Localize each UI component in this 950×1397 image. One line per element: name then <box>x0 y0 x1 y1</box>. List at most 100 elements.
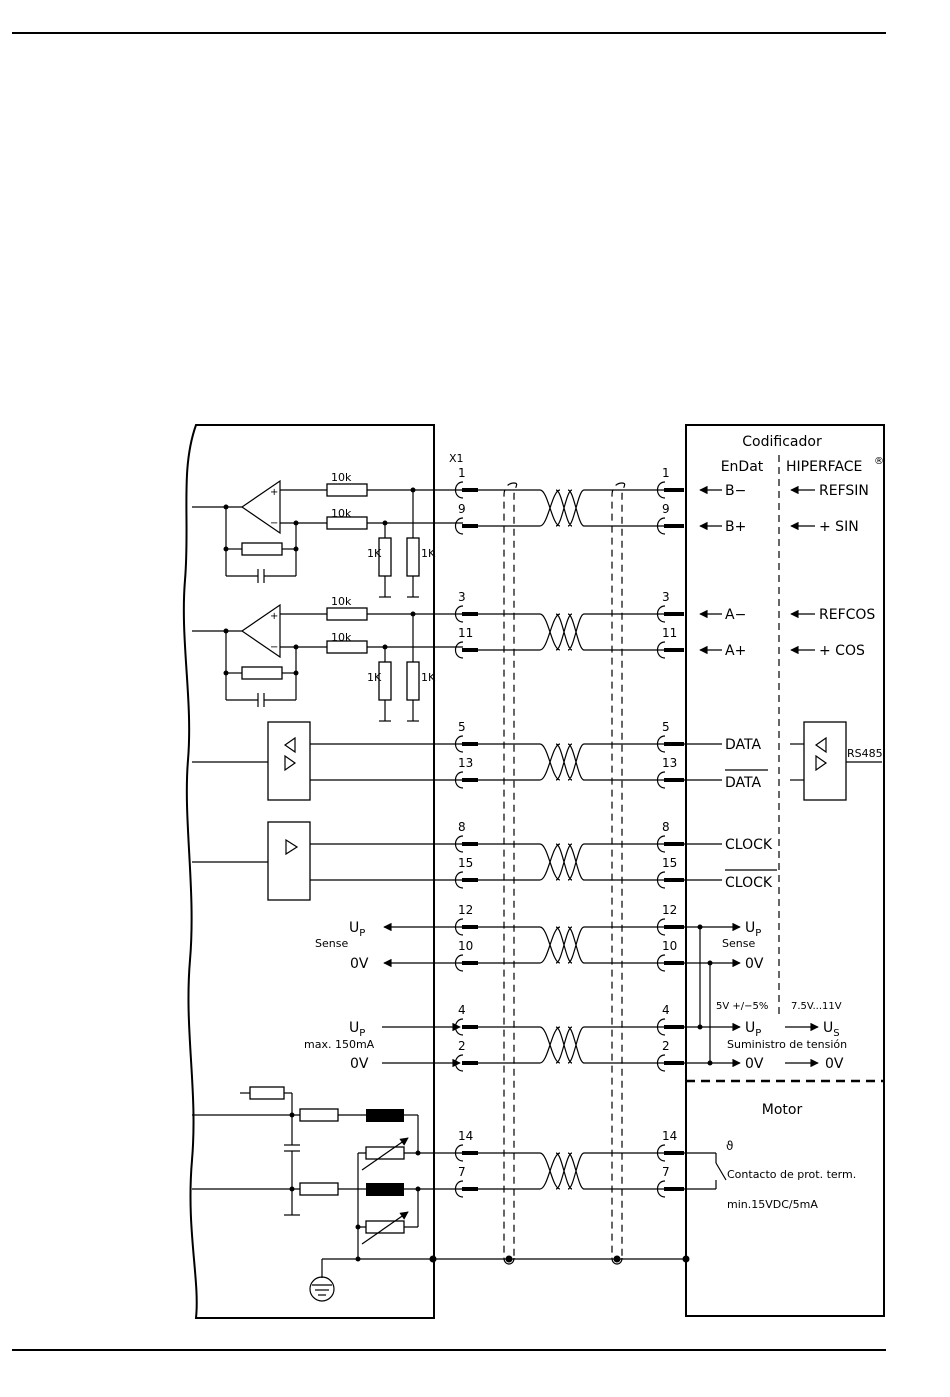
hiperface-voltage-range: 7.5V...11V <box>791 1001 842 1012</box>
signal-data: DATA <box>725 737 761 753</box>
pin-number: 1 <box>662 466 670 480</box>
resistor-1k-label: 1K <box>367 671 382 684</box>
resistor-10k-label: 10k <box>331 507 352 520</box>
pin-number: 9 <box>662 502 670 516</box>
pin-number: 10 <box>662 939 677 953</box>
pin-number: 7 <box>662 1165 670 1179</box>
signal-b-minus: B− <box>725 483 746 499</box>
signal-sin: + SIN <box>819 519 859 535</box>
up-sense-label: UP <box>745 920 761 939</box>
signal-a-minus: A− <box>725 607 746 623</box>
drive-sense-supply: UP Sense 0V UP max. 150mA 0V <box>304 920 462 1072</box>
cos-input-stage: 10k 10k 1K 1K <box>191 595 464 722</box>
ov-sense-label: 0V <box>350 956 369 972</box>
signal-pair-supply <box>454 1018 685 1072</box>
pin-number: 14 <box>662 1129 677 1143</box>
shield-ground-rail <box>322 1255 690 1263</box>
earth-ground-icon <box>309 1259 335 1302</box>
us-supply-label: US <box>823 1020 840 1039</box>
thermal-input-circuit <box>192 1086 462 1262</box>
resistor-10k-label: 10k <box>331 471 352 484</box>
pin-number: 12 <box>662 903 677 917</box>
pin-number: 13 <box>662 756 677 770</box>
signal-pair-thermal <box>454 1144 685 1198</box>
connector-label: X1 <box>449 452 464 465</box>
encoder-sense-supply: UP Sense 0V 5V +/−5% 7.5V...11V UP US Su… <box>684 920 847 1072</box>
encoder-digital-signals: DATA DATA CLOCK CLOCK <box>684 737 777 891</box>
ov-hiperface-label: 0V <box>825 1056 844 1072</box>
encoder-box: Codificador EnDat HIPERFACE ® Motor <box>685 424 885 1317</box>
encoder-analog-signals: B− B+ A− A+ REFSIN + SIN REFCOS + COS <box>699 483 875 659</box>
signal-refsin: REFSIN <box>819 483 869 499</box>
signal-pair-a <box>454 605 685 659</box>
registered-mark: ® <box>874 456 884 467</box>
hiperface-column-header: HIPERFACE <box>786 459 862 475</box>
sin-input-stage: 10k 10k 1K 1K <box>191 471 464 598</box>
cable-shield-left <box>503 482 518 1265</box>
signal-a-plus: A+ <box>725 643 746 659</box>
signal-refcos: REFCOS <box>819 607 875 623</box>
pin-number: 9 <box>458 502 466 516</box>
pin-number: 13 <box>458 756 473 770</box>
thermal-rating-label: min.15VDC/5mA <box>727 1198 818 1211</box>
max-current-label: max. 150mA <box>304 1038 375 1051</box>
signal-clock-bar: CLOCK <box>725 875 773 891</box>
pin-numbers-left: 1 9 3 11 5 13 8 15 12 10 4 2 14 7 <box>458 466 473 1179</box>
signal-pair-clock <box>454 835 685 889</box>
pin-numbers-right: 1 9 3 11 5 13 8 15 12 10 4 2 14 7 <box>662 466 677 1179</box>
pin-number: 12 <box>458 903 473 917</box>
up-supply-label: UP <box>349 1020 365 1039</box>
cable-shield-right <box>611 482 626 1265</box>
encoder-title: Codificador <box>742 434 822 450</box>
pin-number: 11 <box>662 626 677 640</box>
ov-endat-label: 0V <box>745 1056 764 1072</box>
pin-number: 5 <box>662 720 670 734</box>
supply-caption: Suministro de tensión <box>727 1038 847 1051</box>
pin-number: 11 <box>458 626 473 640</box>
signal-data-bar: DATA <box>725 775 761 791</box>
signal-b-plus: B+ <box>725 519 746 535</box>
pin-number: 15 <box>662 856 677 870</box>
signal-pair-sense <box>454 918 685 972</box>
resistor-1k-label: 1K <box>367 547 382 560</box>
ov-sense-label: 0V <box>745 956 764 972</box>
rs485-transceiver: RS485 <box>790 721 883 801</box>
pin-number: 4 <box>458 1003 466 1017</box>
data-transceiver <box>192 721 462 801</box>
clock-driver <box>192 821 462 901</box>
pin-number: 8 <box>458 820 466 834</box>
pin-number: 7 <box>458 1165 466 1179</box>
rs485-label: RS485 <box>847 747 883 760</box>
signal-pair-b <box>454 481 685 535</box>
pin-number: 3 <box>662 590 670 604</box>
resistor-10k-label: 10k <box>331 631 352 644</box>
signal-cos: + COS <box>819 643 865 659</box>
pin-number: 4 <box>662 1003 670 1017</box>
sense-label: Sense <box>722 937 755 950</box>
pin-number: 14 <box>458 1129 473 1143</box>
pin-number: 8 <box>662 820 670 834</box>
sense-label: Sense <box>315 937 348 950</box>
pin-number: 3 <box>458 590 466 604</box>
pin-number: 2 <box>662 1039 670 1053</box>
motor-title: Motor <box>762 1102 803 1118</box>
signal-pair-data <box>454 735 685 789</box>
endat-voltage-tolerance: 5V +/−5% <box>716 1001 768 1012</box>
pin-number: 2 <box>458 1039 466 1053</box>
pin-number: 10 <box>458 939 473 953</box>
thermal-contact-label: Contacto de prot. term. <box>727 1168 856 1181</box>
up-sense-label: UP <box>349 920 365 939</box>
ov-supply-label: 0V <box>350 1056 369 1072</box>
motor-thermal-contact: ϑ Contacto de prot. term. min.15VDC/5mA <box>684 1139 856 1211</box>
pin-number: 1 <box>458 466 466 480</box>
signal-clock: CLOCK <box>725 837 773 853</box>
resistor-1k-label: 1K <box>421 671 436 684</box>
drive-box <box>182 424 435 1319</box>
theta-icon: ϑ <box>726 1139 733 1153</box>
pin-number: 15 <box>458 856 473 870</box>
pin-number: 5 <box>458 720 466 734</box>
resistor-1k-label: 1K <box>421 547 436 560</box>
up-supply-label: UP <box>745 1020 761 1039</box>
endat-column-header: EnDat <box>721 459 764 475</box>
